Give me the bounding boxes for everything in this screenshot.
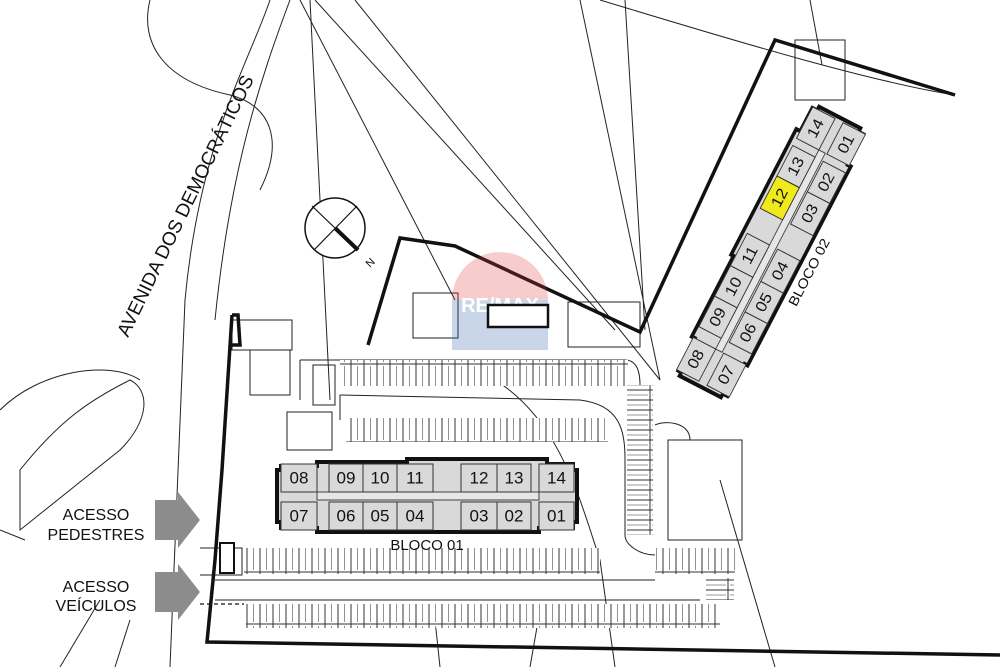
parking-small <box>706 578 734 600</box>
unit-label: 05 <box>752 290 776 315</box>
parking-row-bottom <box>246 604 720 628</box>
unit-label: 11 <box>738 243 761 267</box>
parking-column-east <box>627 385 653 535</box>
parking-areas <box>244 360 735 628</box>
unit-01[interactable] <box>538 501 575 531</box>
remax-watermark: RE/MAX <box>452 252 548 350</box>
unit-07[interactable] <box>706 352 747 398</box>
unit-label: 14 <box>547 469 566 488</box>
unit-label: 06 <box>337 507 356 526</box>
unit-label: 08 <box>290 469 309 488</box>
unit-14[interactable] <box>538 463 575 493</box>
unit-11[interactable] <box>729 232 771 278</box>
guardhouse <box>486 303 550 329</box>
unit-label: 08 <box>684 347 708 372</box>
unit-02[interactable] <box>806 160 847 204</box>
unit-label: 04 <box>406 507 425 526</box>
unit-label: 09 <box>337 469 356 488</box>
compass-north-label: N <box>364 256 378 270</box>
unit-05[interactable] <box>362 501 398 531</box>
unit-label: 10 <box>722 274 746 299</box>
corridor <box>316 491 540 501</box>
unit-12[interactable] <box>460 463 498 493</box>
unit-07[interactable] <box>280 501 318 531</box>
unit-04[interactable] <box>396 501 434 531</box>
unit-11[interactable] <box>396 463 434 493</box>
pedestrian-access: ACESSO PEDESTRES <box>48 492 200 548</box>
unit-label: 13 <box>784 154 808 179</box>
unit-label: 09 <box>706 305 730 330</box>
unit-label: 02 <box>505 507 524 526</box>
unit-label: 07 <box>290 507 309 526</box>
parking-row-central <box>346 418 608 442</box>
unit-08[interactable] <box>675 336 717 382</box>
parking-row-south <box>244 548 600 574</box>
unit-label: 01 <box>834 132 858 157</box>
unit-label: 12 <box>470 469 489 488</box>
unit-08[interactable] <box>280 463 318 493</box>
unit-02[interactable] <box>496 501 532 531</box>
pedestrian-access-line1: ACESSO <box>63 507 130 524</box>
unit-01[interactable] <box>826 122 867 167</box>
pedestrian-arrow-icon <box>155 492 200 548</box>
vehicle-arrow-icon <box>155 564 200 620</box>
unit-04[interactable] <box>760 248 801 294</box>
unit-13[interactable] <box>776 144 816 189</box>
unit-label: 10 <box>371 469 390 488</box>
block-label: BLOCO 01 <box>390 537 463 554</box>
parking-row-southeast <box>655 548 735 574</box>
unit-09[interactable] <box>328 463 364 493</box>
unit-14[interactable] <box>795 106 836 151</box>
unit-label: 03 <box>798 201 822 226</box>
unit-label: 04 <box>768 259 792 284</box>
unit-10[interactable] <box>362 463 398 493</box>
unit-label: 12 <box>768 186 792 211</box>
vehicle-access: ACESSO VEÍCULOS <box>56 564 244 620</box>
street-label: AVENIDA DOS DEMOCRÁTICOS <box>114 72 259 340</box>
parking-row-north <box>340 360 628 386</box>
unit-label: 13 <box>505 469 524 488</box>
vehicle-access-line2: VEÍCULOS <box>56 596 137 615</box>
unit-label: 02 <box>815 170 839 195</box>
unit-label: 06 <box>736 321 760 346</box>
unit-label: 11 <box>406 469 424 488</box>
vehicle-access-line1: ACESSO <box>63 579 130 596</box>
unit-label: 05 <box>371 507 390 526</box>
unit-label: 14 <box>804 116 828 141</box>
unit-label: 07 <box>715 363 739 388</box>
pedestrian-access-line2: PEDESTRES <box>48 527 145 544</box>
unit-label: 03 <box>470 507 489 526</box>
unit-label: 01 <box>547 507 566 526</box>
property-boundary <box>205 37 1000 657</box>
unit-13[interactable] <box>496 463 532 493</box>
north-compass: N <box>304 197 378 270</box>
